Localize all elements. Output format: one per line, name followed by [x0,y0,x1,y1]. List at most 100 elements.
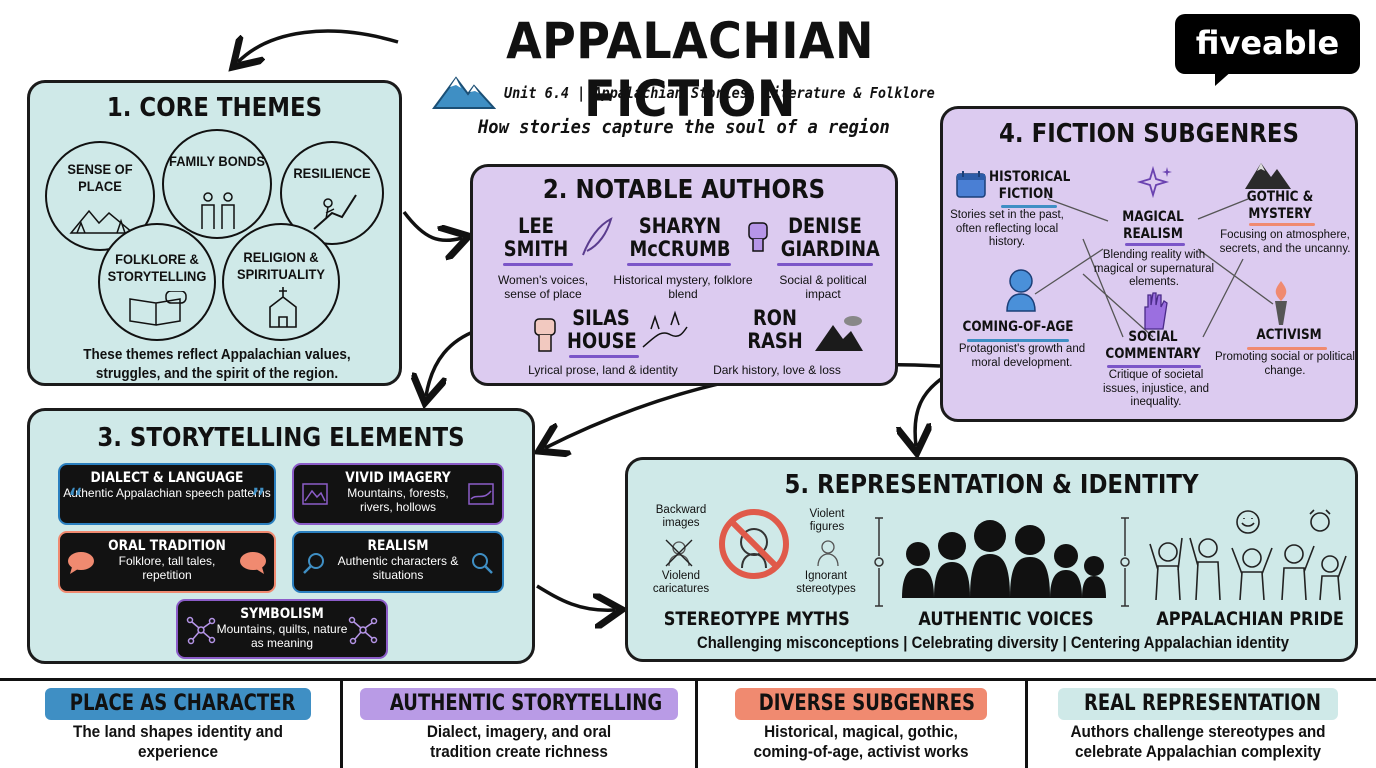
footer-desc-representation: Authors challenge stereotypes and celebr… [1070,722,1326,761]
core-themes-panel: 1. CORE THEMES SENSE OF PLACE FAMILY BON… [27,80,402,386]
footer-badge-label: REAL REPRESENTATION [1084,691,1321,716]
person-icon [1006,269,1036,312]
author-underline [627,263,731,266]
mountain-frame-icon [302,483,328,505]
footer-separator [340,681,343,768]
subgenre-underline [1125,243,1185,246]
subgenre-magical-realism: MAGICAL REALISM [1122,209,1184,242]
mountain-icon [432,76,496,109]
river-frame-icon [468,483,494,505]
author-sharyn-mccrumb: SHARYN McCRUMB [629,214,731,261]
footer-separator [695,681,698,768]
theme-label: FOLKLORE & STORYTELLING [107,251,207,284]
author-underline [503,263,573,266]
footer-badge-storytelling: AUTHENTIC STORYTELLING [360,688,678,720]
theme-religion: RELIGION & SPIRITUALITY [222,223,340,341]
crossed-figure-icon [665,539,693,567]
fist-icon [534,318,556,352]
element-symbolism: SYMBOLISM Mountains, quilts, nature as m… [176,599,388,659]
element-title: VIVID IMAGERY [345,470,451,486]
network-icon [348,616,378,645]
theme-family-bonds: FAMILY BONDS [162,129,272,239]
subgenre-underline [967,339,1069,342]
subgenre-desc: Critique of societal issues, injustice, … [1102,369,1210,408]
core-themes-footer: These themes reflect Appalachian values,… [83,346,351,382]
connector-lines [1034,198,1274,338]
stereotype-label: Violent figures [809,508,845,533]
element-realism: REALISM Authentic characters & situation… [292,531,504,593]
brand-logo[interactable]: fiveable [1175,14,1360,74]
element-title: SYMBOLISM [240,606,324,622]
column-stereotype-myths: STEREOTYPE MYTHS [663,608,850,630]
stereotype-label: Violend caricatures [652,570,710,595]
tagline: How stories capture the soul of a region [478,116,890,138]
theme-label: SENSE OF PLACE [67,161,133,194]
subgenre-historical-fiction: HISTORICAL FICTION [989,169,1071,202]
arrow-title-to-themes [238,29,399,62]
element-desc: Folklore, tall tales, repetition [118,554,216,582]
element-title: ORAL TRADITION [108,538,226,554]
subgenre-coming-of-age: COMING-OF-AGE [962,319,1074,335]
logo-tail [1215,70,1233,86]
author-desc: Lyrical prose, land & identity [528,363,678,377]
storytelling-elements-title: 3. STORYTELLING ELEMENTS [97,423,465,453]
subgenre-desc: Protagonist's growth and moral developme… [958,343,1086,369]
author-underline [569,355,639,358]
element-oral-tradition: ORAL TRADITION Folklore, tall tales, rep… [58,531,276,593]
church-icon [269,287,297,328]
footer-badge-place: PLACE AS CHARACTER [45,688,311,720]
open-quote-icon: “ [68,483,84,518]
subgenre-gothic-mystery: GOTHIC & MYSTERY [1246,189,1314,222]
divider-icon [1120,517,1130,607]
book-icon [129,291,187,326]
footer-badge-representation: REAL REPRESENTATION [1058,688,1338,720]
element-title: DIALECT & LANGUAGE [90,470,244,486]
quill-icon [582,217,613,256]
fiction-subgenres-panel: 4. FICTION SUBGENRES HISTORICAL FICTION … [940,106,1358,422]
representation-title: 5. REPRESENTATION & IDENTITY [784,470,1199,500]
family-icon [201,192,235,229]
author-desc: Social & political impact [779,273,867,301]
theme-label: RELIGION & SPIRITUALITY [236,249,326,282]
stereotype-label: Backward images [655,504,707,529]
fiction-subgenres-title: 4. FICTION SUBGENRES [999,119,1299,149]
subgenre-underline [1247,347,1327,350]
silhouettes-icon [902,520,1106,598]
author-desc: Historical mystery, folklore blend [613,273,753,301]
footer-badge-label: DIVERSE SUBGENRES [758,691,976,716]
raised-hand-icon [1144,292,1168,330]
torch-icon [1275,281,1287,325]
page-title: APPALACHIAN FICTION [506,12,874,128]
subgenre-underline [1001,205,1057,208]
theme-sense-of-place: SENSE OF PLACE [45,141,155,251]
raised-fist-icon [748,222,768,252]
subgenre-desc: Blending reality with magical or superna… [1093,249,1215,288]
footer-badge-label: PLACE AS CHARACTER [69,691,296,716]
author-lee-smith: LEE SMITH [503,214,569,261]
speech-bubble-icon [240,552,266,574]
arrow-themes-to-authors [402,210,462,240]
calendar-icon [956,171,986,198]
subgenre-activism: ACTIVISM [1256,327,1322,343]
footer-separator [1025,681,1028,768]
subgenre-desc: Stories set in the past, often reflectin… [950,209,1064,248]
sparkles-icon [1136,165,1172,199]
subgenre-desc: Promoting social or political change. [1215,351,1355,377]
magnifier-icon [303,553,324,574]
theme-resilience: RESILIENCE [280,141,384,245]
theme-label: FAMILY BONDS [169,153,265,169]
footer-divider [0,678,1376,681]
footer-badge-label: AUTHENTIC STORYTELLING [389,691,663,716]
climber-icon [313,194,357,230]
subgenre-desc: Focusing on atmosphere, secrets, and the… [1219,229,1351,255]
celebrating-crowd-icon [1149,509,1347,601]
element-desc: Mountains, quilts, nature as meaning [216,622,348,650]
stereotype-label: Ignorant stereotypes [796,570,856,595]
magnifier-icon [472,553,493,574]
subgenre-underline [1107,365,1201,368]
author-denise-giardina: DENISE GIARDINA [780,214,880,261]
footer-desc-place: The land shapes identity and experience [72,722,283,761]
network-icon [186,616,216,645]
author-desc: Women's voices, sense of place [497,273,589,301]
author-silas-house: SILAS HOUSE [567,306,637,353]
